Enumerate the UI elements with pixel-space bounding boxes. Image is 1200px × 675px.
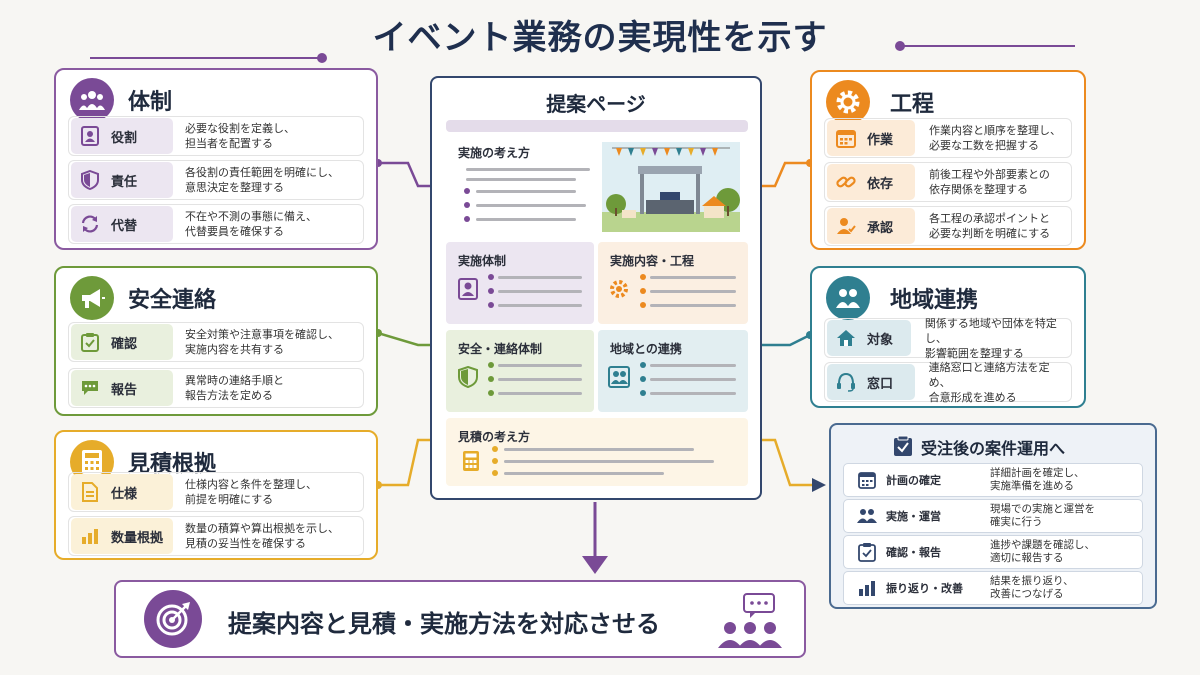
panel-safety: 安全連絡 確認 安全対策や注意事項を確認し、 実施内容を共有する 報告 異常時の… <box>54 266 378 416</box>
calendar-icon <box>856 469 878 491</box>
list-item: 報告 異常時の連絡手順と 報告方法を定める <box>68 368 364 408</box>
page-title: イベント業務の実現性を示す <box>372 18 828 58</box>
clipboard-check-icon <box>894 435 912 456</box>
panel-structure: 体制 役割 必要な役割を定義し、 担当者を配置する 責任 各役割の責任範囲を明確… <box>54 68 378 250</box>
shield-icon <box>458 366 478 388</box>
megaphone-icon <box>70 276 114 320</box>
panel-after-order: 受注後の案件運用へ 計画の確定 詳細計画を確定し、 実施準備を進める 実施・運営… <box>829 423 1157 609</box>
list-item: 確認・報告 進捗や課題を確認し、 適切に報告する <box>843 535 1143 569</box>
section-structure: 実施体制 <box>446 242 594 324</box>
panel-title: 体制 <box>128 90 173 115</box>
document-icon <box>79 481 101 503</box>
section-content: 実施内容・工程 <box>598 242 748 324</box>
panel-process: 工程 作業 作業内容と順序を整理し、 必要な工数を把握する 依存 前後工程や外部… <box>810 70 1086 250</box>
bottom-banner: 提案内容と見積・実施方法を対応させる <box>114 580 806 658</box>
list-item: 数量根拠 数量の積算や算出根拠を示し、 見積の妥当性を確保する <box>68 516 364 556</box>
proposal-title: 提案ページ <box>546 92 646 116</box>
panel-region: 地域連携 対象 関係する地域や団体を特定し、 影響範囲を整理する 窓口 連絡窓口… <box>810 266 1086 408</box>
panel-estimate: 見積根拠 仕様 仕様内容と条件を整理し、 前提を明確にする 数量根拠 数量の積算… <box>54 430 378 560</box>
list-item: 承認 各工程の承認ポイントと 必要な判断を明確にする <box>824 206 1072 246</box>
clipboard-check-icon <box>856 541 878 563</box>
list-item: 振り返り・改善 結果を振り返り、 改善につなげる <box>843 571 1143 605</box>
bar-chart-icon <box>79 525 101 547</box>
section-concept: 実施の考え方 <box>446 134 748 238</box>
calculator-icon <box>463 451 479 471</box>
list-item: 計画の確定 詳細計画を確定し、 実施準備を進める <box>843 463 1143 497</box>
person-check-icon <box>835 215 857 237</box>
clipboard-check-icon <box>79 331 101 353</box>
event-stage-illustration <box>602 142 740 232</box>
proposal-header-bar <box>446 120 748 132</box>
community-icon <box>608 366 630 388</box>
section-region: 地域との連携 <box>598 330 748 412</box>
list-item: 対象 関係する地域や団体を特定し、 影響範囲を整理する <box>824 317 1072 360</box>
discussion-icon <box>718 593 782 648</box>
calendar-icon <box>835 127 857 149</box>
gear-icon <box>610 280 628 298</box>
panel-title: 地域連携 <box>890 288 979 313</box>
list-item: 実施・運営 現場での実施と運営を 確実に行う <box>843 499 1143 533</box>
bar-chart-icon <box>856 577 878 599</box>
list-item: 確認 安全対策や注意事項を確認し、 実施内容を共有する <box>68 322 364 362</box>
gear-icon <box>826 80 870 124</box>
list-item: 役割 必要な役割を定義し、 担当者を配置する <box>68 116 364 156</box>
link-icon <box>835 171 857 193</box>
target-icon <box>144 590 202 648</box>
id-card-icon <box>458 278 478 300</box>
people-icon <box>70 78 114 122</box>
after-title: 受注後の案件運用へ <box>921 439 1066 458</box>
community-icon <box>826 276 870 320</box>
list-item: 仕様 仕様内容と条件を整理し、 前提を明確にする <box>68 472 364 512</box>
panel-title: 安全連絡 <box>128 288 217 313</box>
refresh-icon <box>79 213 101 235</box>
list-item: 窓口 連絡窓口と連絡方法を定め、 合意形成を進める <box>824 361 1072 404</box>
bottom-text: 提案内容と見積・実施方法を対応させる <box>228 610 660 638</box>
section-estimate: 見積の考え方 <box>446 418 748 486</box>
list-item: 責任 各役割の責任範囲を明確にし、 意思決定を整理する <box>68 160 364 200</box>
shield-icon <box>79 169 101 191</box>
list-item: 作業 作業内容と順序を整理し、 必要な工数を把握する <box>824 118 1072 158</box>
section-safety: 安全・連絡体制 <box>446 330 594 412</box>
id-card-icon <box>79 125 101 147</box>
team-icon <box>856 505 878 527</box>
home-icon <box>835 327 857 349</box>
chat-bubble-icon <box>79 377 101 399</box>
list-item: 依存 前後工程や外部要素との 依存関係を整理する <box>824 162 1072 202</box>
proposal-page: 提案ページ 実施の考え方 実施体制 実施内容 <box>430 76 762 500</box>
panel-title: 工程 <box>890 92 935 117</box>
headset-icon <box>835 371 857 393</box>
list-item: 代替 不在や不測の事態に備え、 代替要員を確保する <box>68 204 364 244</box>
